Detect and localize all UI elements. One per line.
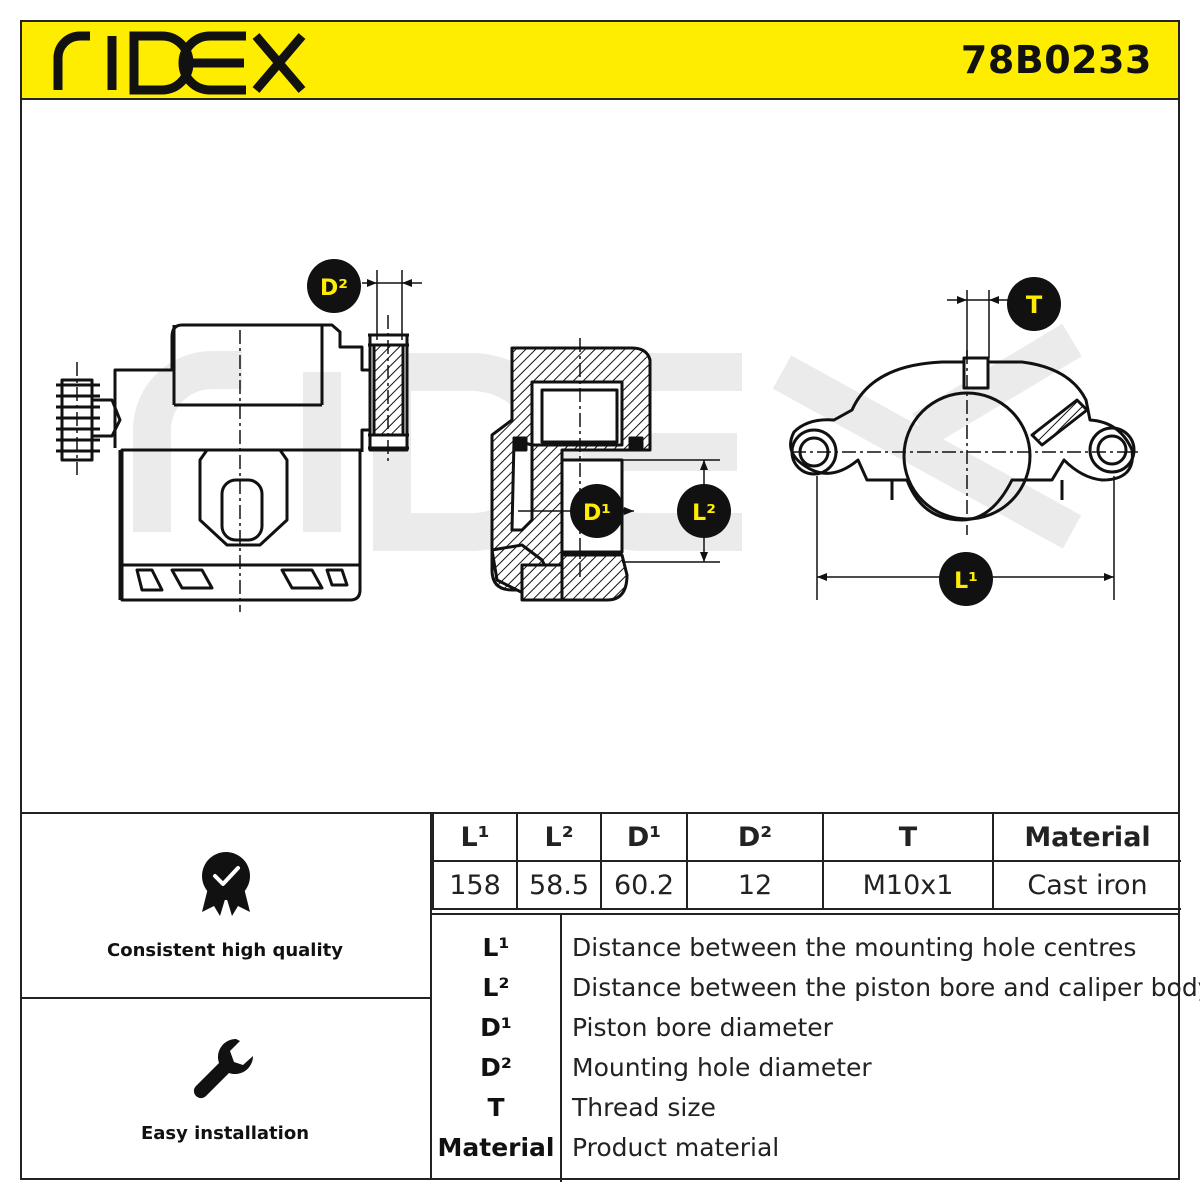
legend-row: T Thread size (432, 1089, 1180, 1129)
spec-table: L¹ L² D¹ D² T Material 158 58.5 60.2 12 … (432, 814, 1181, 910)
feature-quality: Consistent high quality (20, 814, 430, 999)
spec-table-header: L¹ L² D¹ D² T Material (432, 814, 1181, 862)
legend-key: T (487, 1093, 505, 1122)
spec-value: Cast iron (992, 860, 1181, 910)
spec-header: D¹ (600, 814, 688, 862)
legend-row: L² Distance between the piston bore and … (432, 969, 1200, 1009)
legend-key: L² (482, 973, 510, 1002)
svg-text:L¹: L¹ (954, 569, 978, 594)
legend-key: Material (437, 1133, 555, 1162)
caliper-section-view (490, 346, 652, 602)
spec-header: T (822, 814, 994, 862)
spec-header: D² (686, 814, 824, 862)
spec-header: Material (992, 814, 1181, 862)
caliper-technical-drawing: D² D¹ L² T L¹ (56, 259, 1142, 612)
legend-description: Product material (572, 1133, 780, 1162)
legend-description: Piston bore diameter (572, 1013, 833, 1042)
svg-text:D¹: D¹ (583, 501, 611, 526)
legend-description: Mounting hole diameter (572, 1053, 872, 1082)
spec-value: 12 (686, 860, 824, 910)
callout-l1: L¹ (939, 552, 993, 606)
quality-badge-icon (202, 852, 250, 916)
callout-t: T (1007, 277, 1061, 331)
legend-key: D¹ (480, 1013, 512, 1042)
legend-key: L¹ (482, 933, 510, 962)
legend-row: D² Mounting hole diameter (432, 1049, 1180, 1089)
feature-quality-label: Consistent high quality (107, 940, 343, 961)
feature-installation: Easy installation (20, 999, 430, 1180)
legend-description: Distance between the mounting hole centr… (572, 933, 1137, 962)
legend-description: Distance between the piston bore and cal… (572, 973, 1200, 1002)
legend-divider (560, 915, 562, 1182)
legend-row: L¹ Distance between the mounting hole ce… (432, 929, 1180, 969)
callout-d2: D² (307, 259, 361, 313)
caliper-front-view (789, 356, 1136, 522)
dimension-legend: L¹ Distance between the mounting hole ce… (432, 913, 1200, 1182)
legend-description: Thread size (572, 1093, 716, 1122)
legend-row: Material Product material (432, 1129, 1180, 1169)
ridex-logo (53, 31, 306, 95)
bottom-panel: Consistent high quality Easy installatio… (20, 812, 1200, 1182)
spec-value: 158 (432, 860, 518, 910)
legend-key: D² (480, 1053, 512, 1082)
spec-header: L¹ (432, 814, 518, 862)
features-panel: Consistent high quality Easy installatio… (20, 814, 432, 1180)
svg-text:T: T (1026, 291, 1043, 319)
legend-row: D¹ Piston bore diameter (432, 1009, 1180, 1049)
part-number: 78B0233 (960, 38, 1152, 82)
spec-value: M10x1 (822, 860, 994, 910)
svg-text:D²: D² (320, 276, 348, 301)
spec-header: L² (516, 814, 602, 862)
spec-value: 60.2 (600, 860, 688, 910)
svg-text:L²: L² (692, 501, 716, 526)
spec-table-values: 158 58.5 60.2 12 M10x1 Cast iron (432, 860, 1181, 910)
callout-l2: L² (677, 484, 731, 538)
spec-value: 58.5 (516, 860, 602, 910)
wrench-icon (193, 1039, 254, 1099)
feature-installation-label: Easy installation (140, 1123, 310, 1144)
callout-d1: D¹ (570, 484, 624, 538)
header-bar: 78B0233 (20, 20, 1180, 100)
